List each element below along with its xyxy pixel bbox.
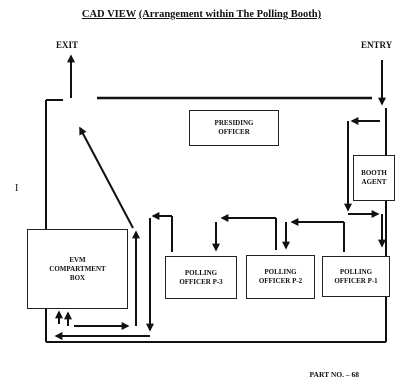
polling-officer-p3-box: POLLING OFFICER P-3 [165,256,237,299]
polling-officer-p3-label: POLLING OFFICER P-3 [179,268,223,286]
booth-agent-box: BOOTH AGENT [353,155,395,201]
exit-label: EXIT [56,40,79,50]
route-arrow-exit [79,126,134,229]
entry-label: ENTRY [361,40,393,50]
polling-officer-p1-box: POLLING OFFICER P-1 [322,256,390,297]
presiding-officer-box: PRESIDING OFFICER [189,110,279,146]
polling-officer-p2-box: POLLING OFFICER P-2 [246,255,315,299]
diagram-title: CAD VIEW (Arrangement within The Polling… [0,9,403,20]
part-number: PART NO. – 68 [309,370,359,379]
presiding-officer-label: PRESIDING OFFICER [214,119,254,136]
booth-agent-label: BOOTH AGENT [361,169,387,186]
title-sub: (Arrangement within The Polling Booth) [138,9,322,20]
evm-compartment-box: EVM COMPARTMENT BOX [27,229,128,309]
polling-officer-p1-label: POLLING OFFICER P-1 [334,267,378,285]
title-main: CAD VIEW [81,9,137,20]
side-mark: I [15,183,19,194]
polling-officer-p2-label: POLLING OFFICER P-2 [258,268,303,285]
evm-compartment-label: EVM COMPARTMENT BOX [49,255,106,282]
